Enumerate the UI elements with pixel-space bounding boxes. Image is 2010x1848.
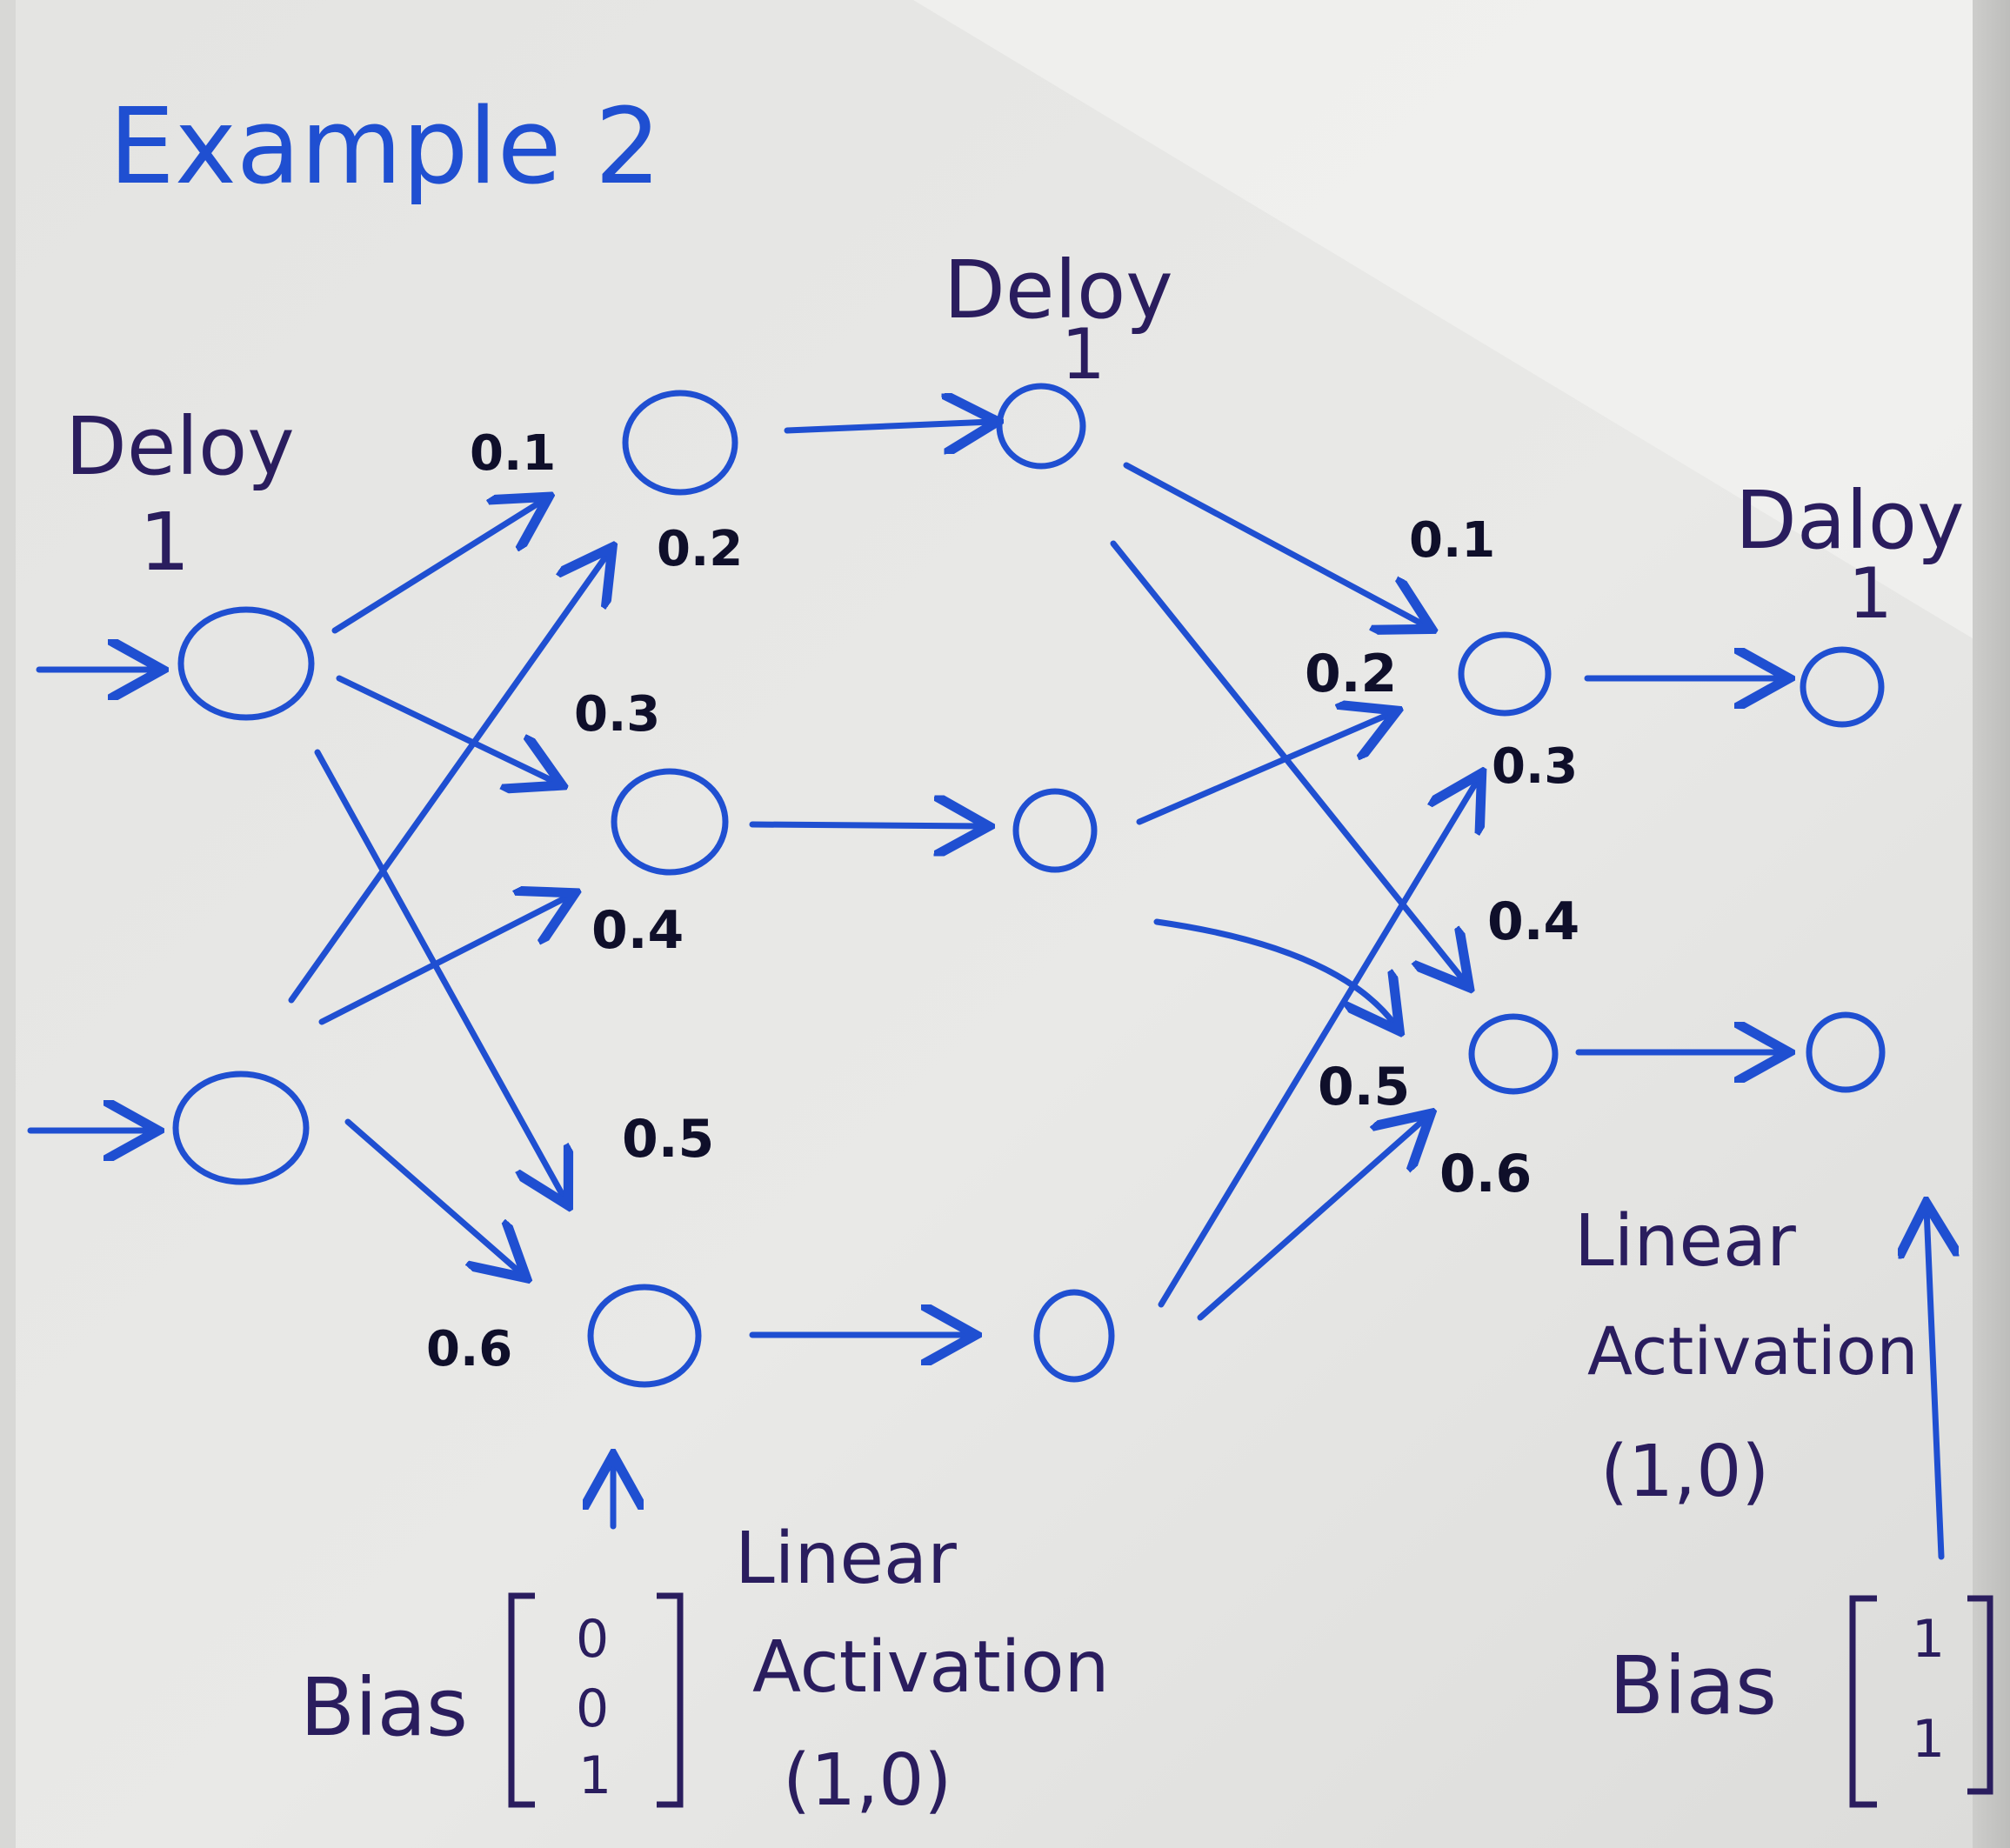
input-delay-text: Deloy — [65, 400, 295, 493]
output-delay-node-1 — [1800, 646, 1885, 728]
input-node-2 — [172, 1071, 310, 1185]
hidden-delay-value: 1 — [1061, 314, 1105, 395]
hidden-activation-line2: Activation — [752, 1626, 1110, 1709]
diagram-title: Example 2 — [109, 87, 661, 208]
edge-in1-h1 — [331, 500, 544, 634]
edge-in1-h2 — [336, 675, 557, 783]
output-bias-value-1: 1 — [1912, 1609, 1945, 1670]
edge-d1-o1 — [1123, 462, 1426, 626]
output-activation-note: Linear Activation (1,0) — [1574, 1200, 1918, 1513]
weight-first-1: 0.1 — [470, 425, 556, 482]
output-node-1 — [1458, 631, 1552, 717]
output-node-2 — [1468, 1013, 1559, 1095]
hidden-activation-note: Linear Activation (1,0) — [735, 1518, 1110, 1822]
weight-second-5: 0.5 — [1318, 1057, 1410, 1117]
edge-in1-h3 — [314, 749, 565, 1200]
weight-first-4: 0.4 — [591, 900, 684, 961]
output-bias: Bias 1 1 — [1609, 1595, 1993, 1808]
hidden-node-1 — [622, 390, 738, 496]
input-delay-value: 1 — [139, 496, 190, 589]
output-bias-bracket-left — [1849, 1595, 1877, 1808]
first-layer-weights: 0.1 0.2 0.3 0.4 0.5 0.6 — [426, 425, 743, 1378]
output-activation-params: (1,0) — [1600, 1431, 1769, 1513]
hidden-delay-label: Deloy 1 — [944, 244, 1173, 395]
edge-d2-o1 — [1136, 713, 1392, 825]
edge-in2-h2 — [318, 896, 570, 1025]
output-delay-value: 1 — [1848, 553, 1893, 634]
hidden-bias: Bias 0 0 1 — [300, 1592, 684, 1808]
hidden-activation-line1: Linear — [735, 1518, 957, 1600]
edge-d2-o2 — [1153, 918, 1396, 1026]
nodes — [172, 383, 1886, 1388]
output-bias-bracket-right — [1967, 1595, 1993, 1795]
hidden-node-2 — [611, 768, 729, 876]
edge-h1-d1 — [784, 422, 992, 430]
weight-first-3: 0.3 — [574, 686, 660, 743]
output-bias-arrow — [1927, 1209, 1941, 1560]
edge-d3-o2 — [1197, 1117, 1426, 1321]
weight-second-1: 0.1 — [1409, 512, 1495, 569]
hidden-bias-value-1: 0 — [576, 1609, 609, 1670]
second-layer-weights: 0.1 0.2 0.3 0.4 0.5 0.6 — [1305, 512, 1579, 1204]
edge-in2-h1 — [288, 552, 609, 1004]
weight-second-3: 0.3 — [1492, 738, 1578, 795]
output-activation-line1: Linear — [1574, 1200, 1796, 1283]
hidden-node-3 — [587, 1284, 702, 1388]
weight-second-2: 0.2 — [1305, 644, 1397, 704]
output-bias-value-2: 1 — [1912, 1709, 1945, 1770]
hidden-delay-node-3 — [1033, 1289, 1115, 1383]
output-delay-node-2 — [1806, 1011, 1886, 1093]
hidden-bias-bracket-left — [508, 1592, 535, 1808]
hidden-bias-bracket-right — [657, 1592, 684, 1808]
output-activation-line2: Activation — [1587, 1312, 1918, 1390]
edge-in2-h3 — [344, 1118, 522, 1274]
hidden-delay-text: Deloy — [944, 244, 1173, 337]
hidden-bias-value-2: 0 — [576, 1678, 609, 1739]
hidden-delay-node-2 — [1012, 788, 1098, 873]
edge-d3-o1 — [1158, 778, 1479, 1308]
hidden-delay-node-1 — [996, 383, 1086, 470]
input-node-1 — [177, 606, 315, 721]
weight-first-2: 0.2 — [657, 521, 743, 577]
hidden-bias-value-3: 1 — [578, 1745, 611, 1806]
connections — [27, 422, 1941, 1560]
edge-h2-d2 — [749, 824, 983, 826]
output-bias-label: Bias — [1609, 1639, 1777, 1732]
output-delay-label: Daloy 1 — [1735, 474, 1965, 634]
output-delay-text: Daloy — [1735, 474, 1965, 567]
edge-d1-o2 — [1110, 540, 1466, 983]
weight-second-4: 0.4 — [1487, 891, 1579, 952]
weight-first-5: 0.5 — [622, 1109, 714, 1170]
input-delay-label: Deloy 1 — [65, 400, 295, 589]
hidden-activation-params: (1,0) — [783, 1739, 952, 1822]
weight-second-6: 0.6 — [1439, 1144, 1532, 1204]
hidden-bias-label: Bias — [300, 1661, 468, 1754]
weight-first-6: 0.6 — [426, 1321, 512, 1378]
